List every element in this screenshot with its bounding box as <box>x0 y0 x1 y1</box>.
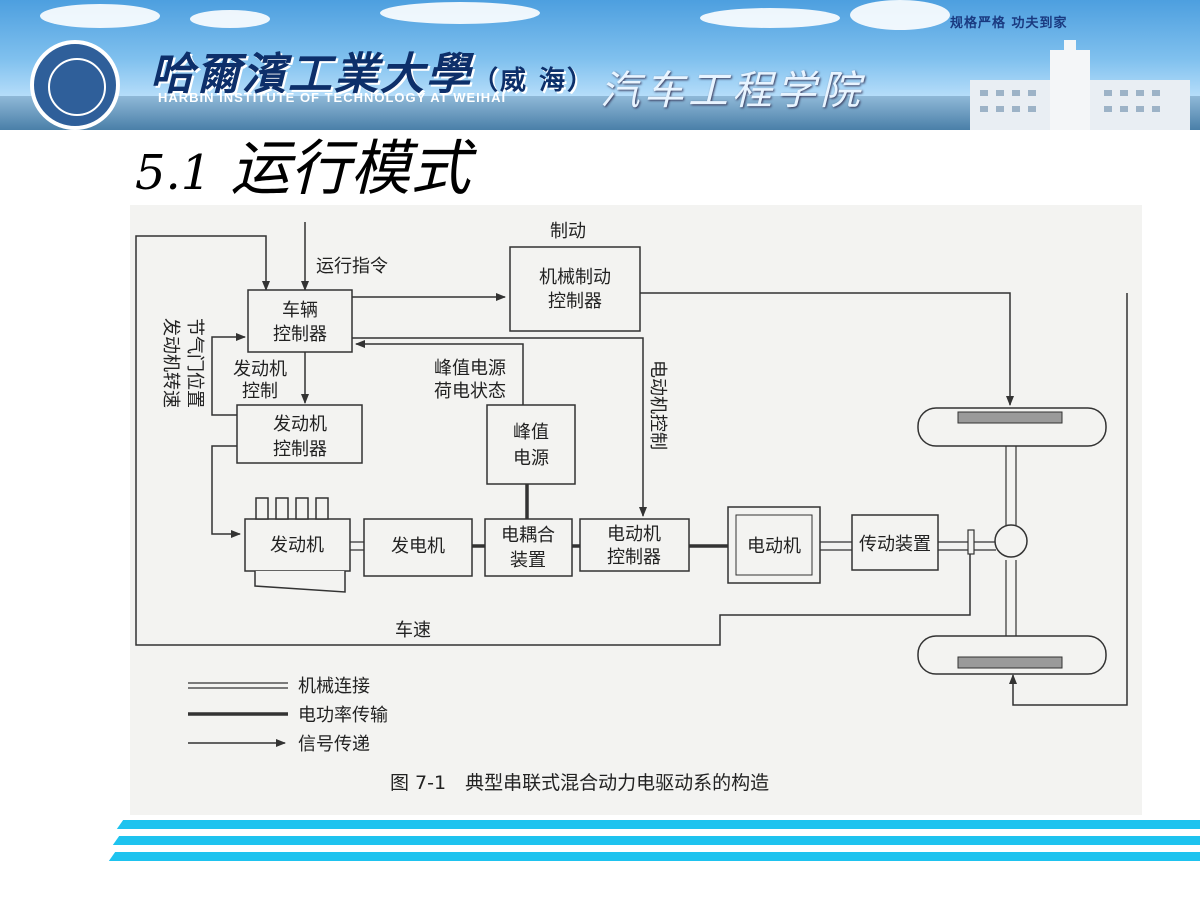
cloud <box>850 0 950 30</box>
title-number: 5.1 <box>135 145 212 201</box>
engine-controller-label-2: 控制器 <box>273 439 327 460</box>
label-motor-control: 电动机控制 <box>647 360 668 450</box>
figure-caption: 图 7-1 典型串联式混合动力电驱动系的构造 <box>390 772 769 794</box>
legend-signal-label: 信号传递 <box>298 734 370 755</box>
legend-electrical-label: 电功率传输 <box>298 705 388 726</box>
mech-brake-label-1: 机械制动 <box>539 267 611 288</box>
label-peak-soc-1: 峰值电源 <box>434 358 506 379</box>
peak-source-label-1: 峰值 <box>513 422 549 443</box>
generator-label: 发电机 <box>391 536 445 557</box>
motor-controller-label-2: 控制器 <box>607 547 661 568</box>
label-engine-control-2: 控制 <box>242 381 278 402</box>
school-name-cn: 哈爾濱工業大學（威 海） <box>150 49 596 100</box>
slide-title: 5.1 运行模式 <box>135 120 470 207</box>
header-banner: 哈爾濱工業大學（威 海） HARBIN INSTITUTE OF TECHNOL… <box>0 0 1200 130</box>
cloud <box>190 10 270 28</box>
peak-source-label-2: 电源 <box>513 448 549 469</box>
engine-controller-box <box>236 404 363 464</box>
motto: 规格严格 功夫到家 <box>950 16 1068 31</box>
rear-wheel <box>917 635 1107 675</box>
university-logo <box>30 40 120 130</box>
power-lines <box>472 484 728 548</box>
motor-label: 电动机 <box>747 536 801 557</box>
generator-box <box>363 518 473 577</box>
legend-mechanical-label: 机械连接 <box>298 676 370 697</box>
electric-coupler-box <box>484 518 573 577</box>
vehicle-controller-box <box>247 289 353 353</box>
legend: 机械连接 电功率传输 信号传递 <box>188 676 388 755</box>
decor-stripe <box>116 820 1200 829</box>
school-name-en: HARBIN INSTITUTE OF TECHNOLOGY AT WEIHAI <box>158 90 507 105</box>
motor-box <box>727 506 821 584</box>
motor-controller-label-1: 电动机 <box>607 524 661 545</box>
engine-label: 发动机 <box>270 535 324 556</box>
motor-controller-box <box>579 518 690 572</box>
label-peak-soc-2: 荷电状态 <box>434 381 506 402</box>
engine-controller-label-1: 发动机 <box>273 414 327 435</box>
decor-stripe <box>112 836 1200 845</box>
label-run-command: 运行指令 <box>316 256 388 277</box>
label-throttle: 节气门位置 <box>184 318 205 408</box>
title-text: 运行模式 <box>230 134 471 204</box>
college-name: 汽车工程学院 <box>600 68 864 114</box>
transmission-box <box>851 514 939 571</box>
cloud <box>40 4 160 28</box>
signal-lines <box>135 222 1128 706</box>
peak-power-source-box <box>486 404 576 485</box>
label-braking: 制动 <box>550 221 586 242</box>
mechanical-brake-controller-box <box>509 246 641 332</box>
decor-stripe <box>108 852 1200 861</box>
label-vehicle-speed: 车速 <box>395 620 431 641</box>
vehicle-controller-label-1: 车辆 <box>282 300 318 321</box>
front-wheel <box>917 407 1107 447</box>
coupler-label-1: 电耦合 <box>501 525 555 546</box>
building-image <box>970 40 1190 130</box>
cloud <box>700 8 840 28</box>
coupler-label-2: 装置 <box>510 550 546 571</box>
mechanical-links <box>350 445 1017 642</box>
legend-mechanical-swatch <box>188 682 288 689</box>
transmission-label: 传动装置 <box>859 534 931 555</box>
label-engine-speed: 发动机转速 <box>160 318 181 408</box>
differential-icon <box>994 524 1028 558</box>
cloud <box>380 2 540 24</box>
label-engine-control-1: 发动机 <box>233 359 287 380</box>
vehicle-controller-label-2: 控制器 <box>273 324 327 345</box>
mech-brake-label-2: 控制器 <box>548 291 602 312</box>
coupling-icon <box>967 529 975 555</box>
engine-cylinders <box>254 497 346 593</box>
motor-inner-frame <box>735 514 813 576</box>
